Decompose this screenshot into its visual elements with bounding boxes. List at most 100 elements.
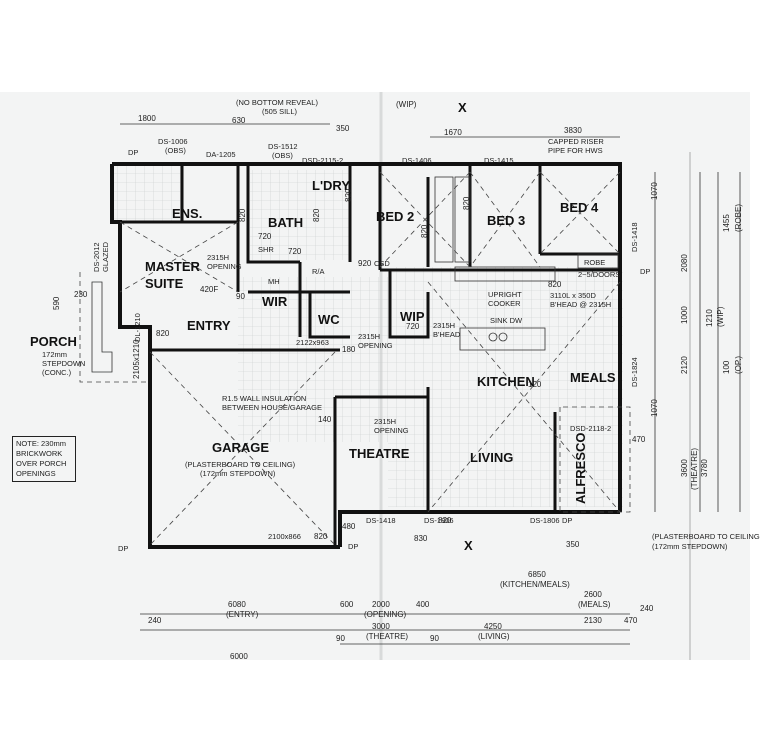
window-tag-ds1824: DS-1824 (630, 357, 639, 387)
capped-riser-note-1: CAPPED RISER (548, 137, 604, 146)
dim-wip-top: (WIP) (396, 100, 417, 109)
dim-theatre: (THEATRE) (366, 632, 409, 641)
upright-cooker-2: COOKER (488, 299, 521, 308)
room-label-suite: SUITE (145, 276, 184, 291)
dim-90b: 90 (336, 634, 345, 643)
dim-100: 100 (722, 360, 731, 374)
no-bottom-reveal-note: (NO BOTTOM REVEAL) (236, 98, 318, 107)
dim-1000: 1000 (680, 306, 689, 324)
dim-op: (OP.) (734, 355, 743, 374)
downpipe-tag: DP (348, 542, 359, 551)
downpipe-tag: DP (640, 267, 651, 276)
dim-2000: 2000 (372, 600, 390, 609)
sink-icon (498, 332, 508, 342)
entry-opening-2: OPENING (358, 341, 393, 350)
room-label-master: MASTER (145, 259, 200, 274)
garage-note-2: (172mm STEPDOWN) (200, 469, 276, 478)
dim-2080: 2080 (680, 254, 689, 272)
porch-note-3: (CONC.) (42, 368, 72, 377)
window-tag-ds1512: DS-1512 (268, 142, 298, 151)
dim-590: 590 (52, 296, 61, 310)
alfresco-note-2: (172mm STEPDOWN) (652, 542, 728, 551)
window-tag-obs2: (OBS) (272, 151, 293, 160)
window-tag-glazed: GLAZED (101, 241, 110, 272)
note-line-1: NOTE: 230mm (16, 439, 67, 448)
dim-90c: 90 (430, 634, 439, 643)
door-820: 820 (438, 516, 452, 525)
room-label-bath: BATH (268, 215, 304, 230)
room-label-wc: WC (318, 312, 340, 327)
door-820: 820 (548, 280, 562, 289)
garage-door-size: 2100x866 (268, 532, 301, 541)
bulkhead-note-1: 3110L x 350D (550, 291, 596, 300)
alfresco-note-1: (PLASTERBOARD TO CEILING (652, 532, 760, 541)
downpipe-tag: DP (562, 516, 573, 525)
door-420f: 420F (200, 285, 219, 294)
insulation-note-1: R1.5 WALL INSULATION (222, 394, 307, 403)
window-tag-ds2012: DS-2012 (92, 242, 101, 272)
downpipe-tag: DP (118, 544, 129, 553)
dim-240a: 240 (148, 616, 162, 625)
dim-600: 600 (340, 600, 354, 609)
dim-350: 350 (336, 124, 350, 133)
dim-6080: 6080 (228, 600, 246, 609)
porch-outline (79, 272, 150, 383)
dim-wip-r: (WIP) (716, 306, 725, 327)
dim-kitchen-meals: (KITCHEN/MEALS) (500, 580, 570, 589)
dim-140: 140 (318, 415, 332, 424)
bath-tiles (250, 170, 350, 260)
room-label-laundry: L'DRY (312, 178, 350, 193)
door-820: 820 (344, 188, 353, 202)
floor-plan (79, 92, 741, 660)
door-820: 820 (314, 532, 328, 541)
porch-note-2: STEPDOWN (42, 359, 86, 368)
upright-cooker-1: UPRIGHT (488, 290, 522, 299)
entry-opening-1: 2315H (358, 332, 381, 341)
room-label-wip: WIP (400, 309, 425, 324)
dim-630: 630 (232, 116, 246, 125)
garage-note-1: (PLASTERBOARD TO CEILING) (185, 460, 296, 469)
theatre-opening-2: OPENING (374, 426, 409, 435)
kitchen-island (459, 327, 546, 351)
exterior-walls (110, 162, 622, 549)
manhole-label: MH (268, 277, 280, 286)
room-label-bed4: BED 4 (560, 200, 599, 215)
robe-bed2 (434, 176, 454, 263)
blueprint-sheet: .lbl { position:absolute; font-family:"L… (0, 92, 760, 661)
dim-480: 480 (342, 522, 356, 531)
window-tag-ds1415: DS-1415 (484, 156, 514, 165)
dim-1455: 1455 (722, 214, 731, 232)
door-820: 820 (420, 224, 429, 238)
dim-6000: 6000 (230, 652, 248, 661)
dim-6850: 6850 (528, 570, 546, 579)
dim-3830: 3830 (564, 126, 582, 135)
x-mark-bottom: X (464, 538, 473, 553)
dim-830: 830 (414, 534, 428, 543)
dim-90: 90 (236, 292, 245, 301)
dim-robe-r: (ROBE) (734, 204, 743, 232)
dim-4250: 4250 (484, 622, 502, 631)
room-label-entry: ENTRY (187, 318, 231, 333)
dim-1670: 1670 (444, 128, 462, 137)
master-opening-1: 2315H (207, 253, 230, 262)
room-label-garage: GARAGE (212, 440, 270, 455)
dim-entry: (ENTRY) (226, 610, 259, 619)
dim-180: 180 (342, 345, 356, 354)
note-line-2: BRICKWORK (16, 449, 63, 458)
kitchen-opening-1: 2315H (433, 321, 456, 330)
robe-bed3 (454, 176, 471, 263)
master-opening-2: OPENING (207, 262, 242, 271)
dim-470b: 470 (624, 616, 638, 625)
dim-opening: (OPENING) (364, 610, 407, 619)
robe-label: ROBE (584, 258, 606, 267)
dim-3780: 3780 (700, 459, 709, 477)
dim-240b: 240 (640, 604, 654, 613)
room-label-bed2: BED 2 (376, 209, 415, 224)
door-920: 920 (358, 259, 372, 268)
dim-2600: 2600 (584, 590, 602, 599)
x-mark-top: X (458, 100, 467, 115)
ceiling-diagonals (119, 171, 621, 546)
dim-1070b: 1070 (650, 399, 659, 417)
ensuite-tiles (112, 164, 182, 222)
return-air-label: R/A (312, 267, 325, 276)
